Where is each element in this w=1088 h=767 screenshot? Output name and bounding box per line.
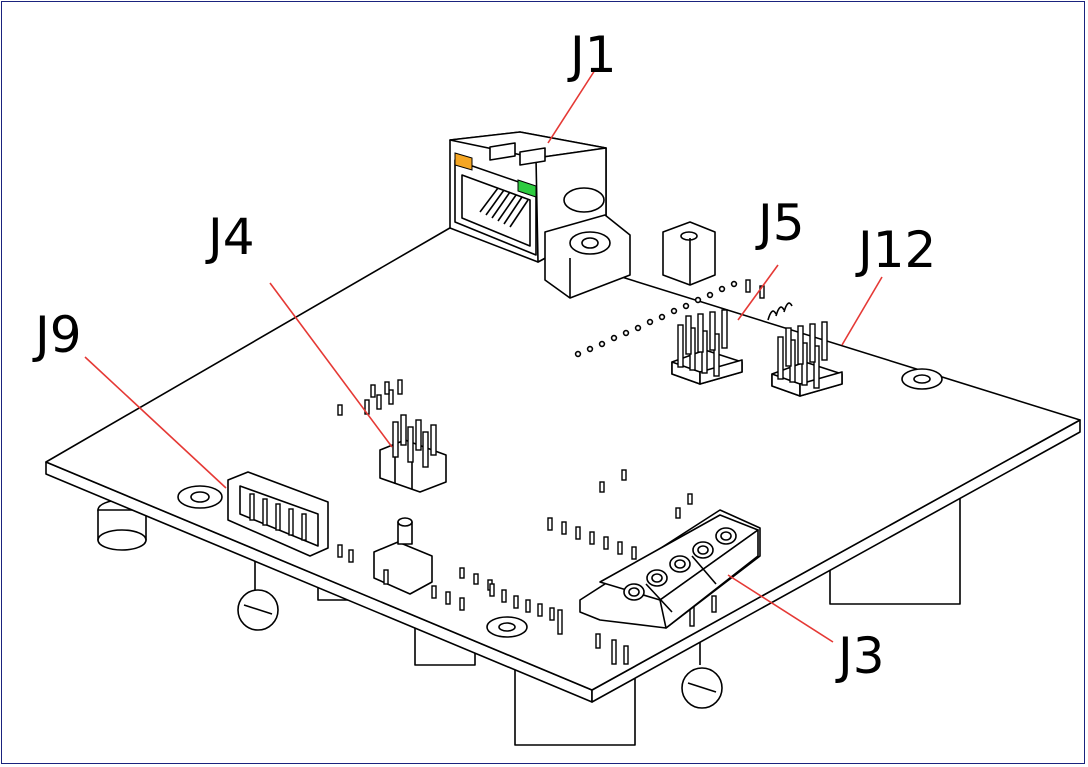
leader-line-j1 — [547, 69, 596, 144]
leader-line-j9 — [84, 356, 227, 489]
label-j3: J3 — [835, 627, 885, 685]
label-j9: J9 — [32, 306, 82, 364]
led-orange-icon — [454, 152, 473, 171]
pin-header-j4 — [379, 414, 447, 493]
led-green-icon — [517, 179, 537, 198]
small-pins-cluster-top — [745, 279, 793, 321]
small-pins-cluster-j3 — [547, 469, 717, 665]
label-j5: J5 — [755, 194, 805, 252]
label-j12: J12 — [855, 221, 936, 279]
small-pins-cluster-j4 — [337, 379, 403, 416]
connector-j9 — [227, 471, 329, 557]
leader-line-j5 — [737, 264, 779, 321]
leader-line-j4 — [269, 282, 393, 448]
leader-line-j12 — [841, 276, 883, 346]
label-j1: J1 — [567, 26, 617, 84]
pin-header-j12 — [771, 321, 843, 397]
pin-header-j5 — [671, 309, 743, 385]
via-row — [574, 280, 738, 358]
small-connector-block — [662, 221, 716, 286]
power-jack — [544, 187, 631, 299]
connector-labels: J1 J4 J5 J12 J9 J3 — [32, 26, 936, 685]
leader-lines — [84, 69, 883, 643]
mounting-holes — [177, 368, 943, 638]
tactile-switch — [373, 517, 433, 595]
terminal-block-j3 — [579, 509, 761, 629]
label-j4: J4 — [205, 208, 255, 266]
small-pins-front-row — [337, 544, 563, 635]
leader-line-j3 — [727, 574, 834, 643]
pcb-board — [45, 224, 1081, 703]
